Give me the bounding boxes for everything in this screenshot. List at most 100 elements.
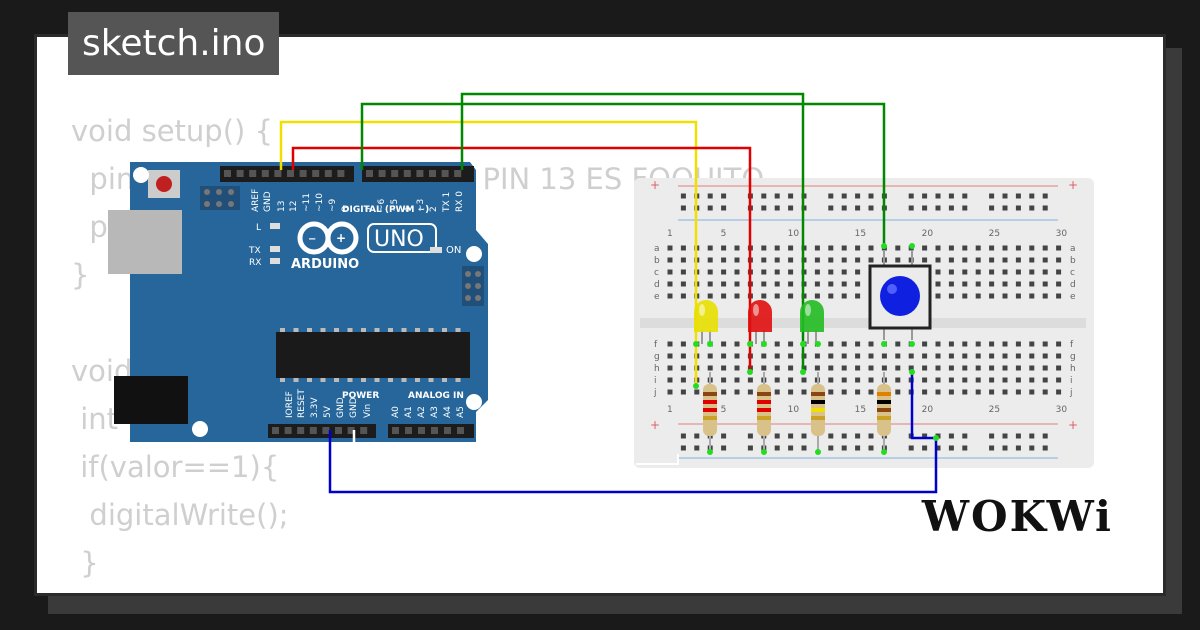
green-wire-pin7[interactable]	[360, 102, 886, 246]
breadboard-hole[interactable]	[962, 281, 968, 287]
breadboard-hole[interactable]	[734, 269, 740, 275]
breadboard-hole[interactable]	[680, 245, 686, 251]
breadboard-hole[interactable]	[855, 377, 861, 383]
header-pin[interactable]	[347, 427, 355, 434]
breadboard-hole[interactable]	[1056, 269, 1062, 275]
breadboard-hole[interactable]	[1056, 281, 1062, 287]
breadboard-hole[interactable]	[868, 245, 874, 251]
rail-hole[interactable]	[828, 193, 834, 199]
header-pin[interactable]	[322, 427, 330, 434]
green-wire-pin2[interactable]	[460, 92, 805, 372]
rail-hole[interactable]	[922, 445, 928, 451]
header-pin[interactable]	[366, 170, 373, 177]
breadboard-hole[interactable]	[962, 377, 968, 383]
breadboard-hole[interactable]	[948, 353, 954, 359]
rail-hole[interactable]	[868, 193, 874, 199]
rail-hole[interactable]	[774, 205, 780, 211]
rail-hole[interactable]	[1042, 433, 1048, 439]
header-pin[interactable]	[392, 427, 399, 434]
breadboard-hole[interactable]	[989, 377, 995, 383]
breadboard-hole[interactable]	[989, 257, 995, 263]
breadboard-hole[interactable]	[1015, 257, 1021, 263]
breadboard-hole[interactable]	[774, 353, 780, 359]
breadboard-hole[interactable]	[1015, 341, 1021, 347]
breadboard-hole[interactable]	[1029, 281, 1035, 287]
breadboard-hole[interactable]	[868, 389, 874, 395]
breadboard-hole[interactable]	[975, 365, 981, 371]
breadboard-hole[interactable]	[975, 293, 981, 299]
rail-hole[interactable]	[841, 445, 847, 451]
breadboard-hole[interactable]	[734, 281, 740, 287]
header-pin[interactable]	[249, 170, 257, 177]
breadboard-hole[interactable]	[935, 389, 941, 395]
header-pin[interactable]	[403, 170, 411, 177]
wires[interactable]	[279, 92, 938, 494]
header-pin[interactable]	[391, 170, 399, 177]
breadboard-hole[interactable]	[774, 365, 780, 371]
breadboard-hole[interactable]	[855, 257, 861, 263]
rail-hole[interactable]	[801, 433, 807, 439]
breadboard-hole[interactable]	[841, 269, 847, 275]
breadboard-hole[interactable]	[1015, 281, 1021, 287]
rail-hole[interactable]	[868, 433, 874, 439]
breadboard-hole[interactable]	[948, 281, 954, 287]
breadboard-hole[interactable]	[855, 269, 861, 275]
breadboard-hole[interactable]	[1029, 293, 1035, 299]
breadboard-hole[interactable]	[1056, 293, 1062, 299]
breadboard-hole[interactable]	[1002, 245, 1008, 251]
breadboard-hole[interactable]	[1002, 365, 1008, 371]
rail-hole[interactable]	[747, 433, 753, 439]
breadboard-hole[interactable]	[881, 365, 887, 371]
rail-hole[interactable]	[1015, 445, 1021, 451]
red-wire[interactable]	[291, 146, 752, 372]
breadboard-hole[interactable]	[721, 293, 727, 299]
breadboard-hole[interactable]	[989, 269, 995, 275]
breadboard-hole[interactable]	[922, 257, 928, 263]
header-pin[interactable]	[441, 170, 449, 177]
breadboard-hole[interactable]	[922, 341, 928, 347]
breadboard-hole[interactable]	[828, 389, 834, 395]
header-pin[interactable]	[360, 427, 368, 434]
breadboard-hole[interactable]	[1056, 341, 1062, 347]
breadboard-hole[interactable]	[761, 269, 767, 275]
rail-hole[interactable]	[1042, 193, 1048, 199]
breadboard-hole[interactable]	[774, 341, 780, 347]
header-pin[interactable]	[457, 427, 464, 434]
breadboard-hole[interactable]	[908, 353, 914, 359]
breadboard-hole[interactable]	[855, 365, 861, 371]
breadboard-hole[interactable]	[922, 389, 928, 395]
rail-hole[interactable]	[935, 445, 941, 451]
breadboard-hole[interactable]	[734, 293, 740, 299]
breadboard-hole[interactable]	[828, 365, 834, 371]
rail-hole[interactable]	[761, 193, 767, 199]
breadboard-hole[interactable]	[1042, 245, 1048, 251]
breadboard-hole[interactable]	[841, 257, 847, 263]
breadboard-hole[interactable]	[828, 245, 834, 251]
rail-hole[interactable]	[841, 193, 847, 199]
breadboard-hole[interactable]	[828, 341, 834, 347]
breadboard-hole[interactable]	[828, 377, 834, 383]
breadboard-hole[interactable]	[828, 293, 834, 299]
breadboard-hole[interactable]	[1042, 377, 1048, 383]
breadboard-hole[interactable]	[1029, 257, 1035, 263]
breadboard-hole[interactable]	[1029, 269, 1035, 275]
breadboard-hole[interactable]	[948, 245, 954, 251]
resistor[interactable]	[757, 372, 771, 452]
breadboard-hole[interactable]	[1042, 365, 1048, 371]
breadboard-hole[interactable]	[1002, 389, 1008, 395]
rail-hole[interactable]	[721, 433, 727, 439]
breadboard-hole[interactable]	[935, 341, 941, 347]
breadboard-hole[interactable]	[948, 293, 954, 299]
breadboard-hole[interactable]	[895, 377, 901, 383]
header-pin[interactable]	[297, 427, 305, 434]
rail-hole[interactable]	[707, 193, 713, 199]
breadboard-hole[interactable]	[935, 365, 941, 371]
breadboard-hole[interactable]	[814, 245, 820, 251]
breadboard-hole[interactable]	[841, 365, 847, 371]
breadboard-hole[interactable]	[975, 269, 981, 275]
breadboard-hole[interactable]	[1015, 245, 1021, 251]
breadboard-hole[interactable]	[962, 245, 968, 251]
breadboard-hole[interactable]	[895, 353, 901, 359]
breadboard-hole[interactable]	[761, 281, 767, 287]
